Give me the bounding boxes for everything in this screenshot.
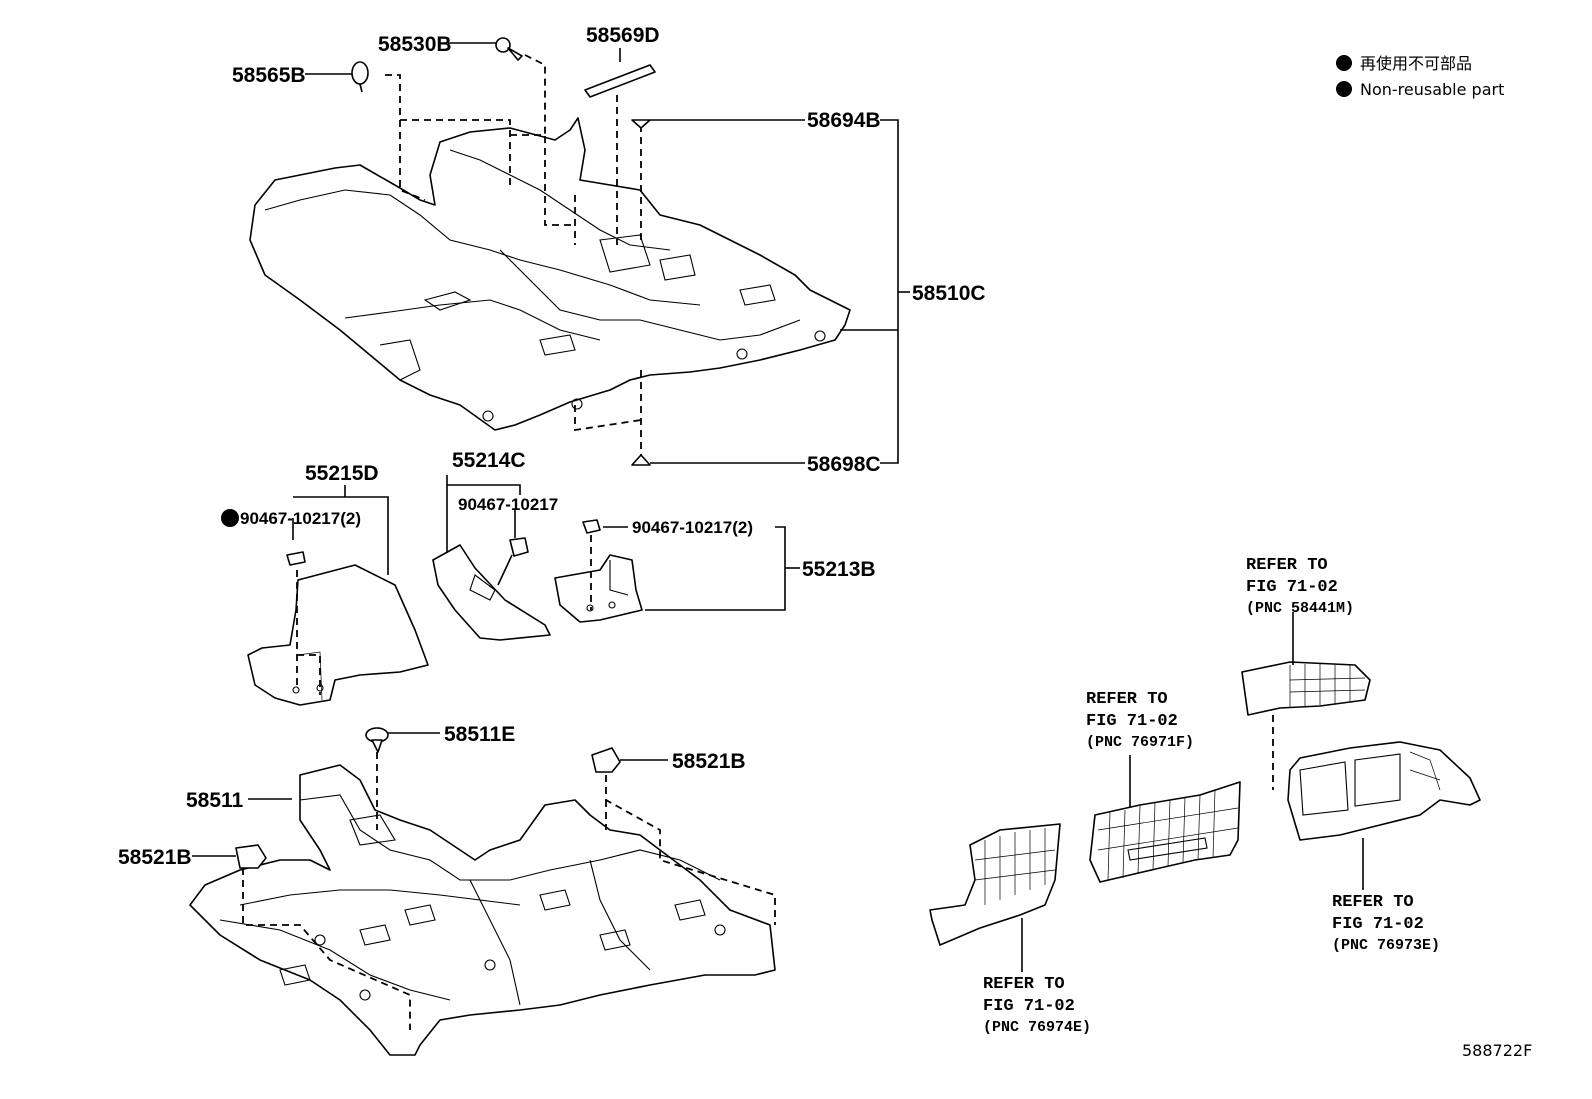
ref-line1: REFER TO [1246, 556, 1328, 575]
reference-76974E[interactable]: REFER TO FIG 71-02 (PNC 76974E) [983, 975, 1091, 1036]
legend: 再使用不可部品 Non-reusable part [1336, 54, 1504, 99]
legend-jp: 再使用不可部品 [1360, 54, 1472, 73]
floor-carpet-front[interactable] [249, 117, 851, 431]
trim-panel-76971F[interactable] [1089, 781, 1241, 883]
clip-58521B-left-icon[interactable] [235, 844, 267, 869]
part-label-55214C: 55214C [452, 449, 526, 472]
pad-55214C[interactable] [432, 544, 551, 641]
legend-en: Non-reusable part [1360, 80, 1504, 99]
grommet-58694B-icon[interactable] [631, 119, 651, 129]
grommet-58698C-icon[interactable] [631, 454, 651, 466]
ref-line2: FIG 71-02 [1246, 578, 1338, 597]
part-label-58521B-left: 58521B [118, 846, 192, 869]
part-label-90467-c: 90467-10217(2) [632, 518, 753, 537]
part-label-58511: 58511 [186, 789, 244, 812]
part-label-58521B-right: 58521B [672, 750, 746, 773]
ref-line1: REFER TO [1086, 690, 1168, 709]
ref-pnc: (PNC 76974E) [983, 1019, 1091, 1036]
reference-76971F[interactable]: REFER TO FIG 71-02 (PNC 76971F) [1086, 690, 1194, 751]
clip-90467-a-icon[interactable] [286, 551, 306, 566]
clip-58521B-right-icon[interactable] [591, 747, 621, 773]
part-label-58565B: 58565B [232, 64, 306, 87]
non-reusable-bullet-icon [1336, 81, 1352, 97]
reference-58441M[interactable]: REFER TO FIG 71-02 (PNC 58441M) [1246, 556, 1354, 617]
part-label-90467-a: 90467-10217(2) [240, 509, 361, 528]
non-reusable-bullet-icon [221, 509, 239, 527]
trim-panel-76973E[interactable] [1287, 741, 1481, 841]
trim-panel-76974E[interactable] [929, 823, 1061, 946]
ref-pnc: (PNC 76971F) [1086, 734, 1194, 751]
part-label-58511E: 58511E [444, 723, 515, 746]
part-label-58510C: 58510C [912, 282, 986, 305]
part-label-90467-b: 90467-10217 [458, 495, 558, 514]
screw-58530B-icon[interactable] [495, 37, 523, 61]
part-label-58569D: 58569D [586, 24, 660, 47]
ref-pnc: (PNC 76973E) [1332, 937, 1440, 954]
clip-58565B-icon[interactable] [351, 61, 369, 93]
ref-line2: FIG 71-02 [1086, 712, 1178, 731]
bracket-58569D-icon[interactable] [584, 64, 656, 98]
ref-line2: FIG 71-02 [1332, 915, 1424, 934]
figure-id: 588722F [1462, 1041, 1532, 1060]
floor-carpet-rear[interactable] [189, 764, 776, 1056]
part-label-58694B: 58694B [807, 109, 881, 132]
ref-line1: REFER TO [983, 975, 1065, 994]
part-label-55215D: 55215D [305, 462, 379, 485]
pad-55215D[interactable] [247, 564, 429, 706]
part-label-58530B: 58530B [378, 33, 452, 56]
clip-90467-c-icon[interactable] [582, 519, 601, 534]
ref-line2: FIG 71-02 [983, 997, 1075, 1016]
clip-58511E-icon[interactable] [365, 727, 389, 753]
reference-76973E[interactable]: REFER TO FIG 71-02 (PNC 76973E) [1332, 893, 1440, 954]
part-label-55213B: 55213B [802, 558, 876, 581]
pad-55213B[interactable] [554, 554, 643, 623]
trim-panel-58441M[interactable] [1241, 661, 1371, 716]
ref-pnc: (PNC 58441M) [1246, 600, 1354, 617]
non-reusable-bullet-icon [1336, 55, 1352, 71]
clip-90467-b-icon[interactable] [509, 537, 529, 557]
part-label-58698C: 58698C [807, 453, 881, 476]
ref-line1: REFER TO [1332, 893, 1414, 912]
